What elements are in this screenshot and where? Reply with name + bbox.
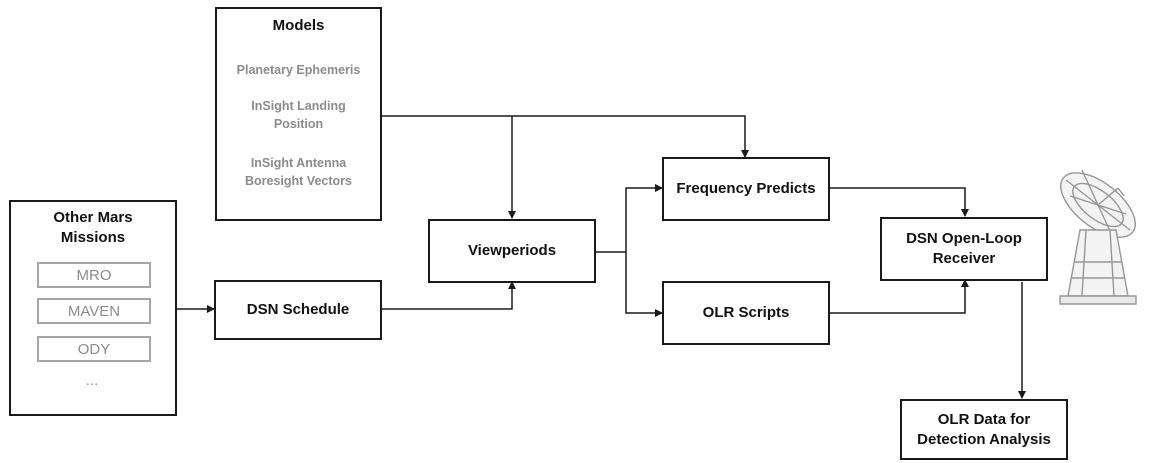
schedule-to-viewperiods-arrow — [382, 281, 516, 310]
frequency-to-receiver-arrow — [830, 187, 969, 217]
dsn-schedule-box: DSN Schedule — [214, 280, 382, 340]
mission-ody: ODY — [37, 336, 151, 362]
olr-data-label: OLR Data for Detection Analysis — [917, 410, 1051, 448]
frequency-predicts-box: Frequency Predicts — [662, 157, 830, 221]
branch-to-frequency-arrow — [625, 184, 663, 252]
olr-scripts-label: OLR Scripts — [702, 304, 790, 321]
olr-scripts-to-receiver-arrow — [830, 279, 969, 314]
models-box: Models Planetary Ephemeris InSight Landi… — [215, 7, 382, 221]
missions-more: ... — [85, 372, 99, 389]
viewperiods-label: Viewperiods — [467, 242, 557, 259]
models-title: Models — [272, 17, 325, 34]
other-missions-box: Other Mars Missions MRO MAVEN ODY — [9, 200, 177, 416]
dsn-receiver-box: DSN Open-Loop Receiver — [880, 217, 1048, 281]
mission-maven: MAVEN — [37, 298, 151, 324]
branch-to-olr-scripts-arrow — [625, 252, 663, 317]
mission-mro: MRO — [37, 262, 151, 288]
dsn-schedule-label: DSN Schedule — [246, 301, 350, 318]
models-connector — [382, 115, 749, 158]
frequency-predicts-label: Frequency Predicts — [676, 180, 816, 197]
other-missions-title: Other Mars Missions — [53, 209, 133, 246]
dsn-receiver-label: DSN Open-Loop Receiver — [906, 230, 1022, 267]
model-item-antenna-boresight: InSight Antenna Boresight Vectors — [245, 156, 352, 188]
model-item-landing-position: InSight Landing Position — [251, 99, 346, 131]
dsn-antenna-icon — [1059, 169, 1137, 305]
model-item-planetary-ephemeris: Planetary Ephemeris — [236, 63, 361, 77]
viewperiods-box: Viewperiods — [428, 219, 596, 283]
olr-scripts-box: OLR Scripts — [662, 281, 830, 345]
olr-data-box: OLR Data for Detection Analysis — [900, 399, 1068, 460]
